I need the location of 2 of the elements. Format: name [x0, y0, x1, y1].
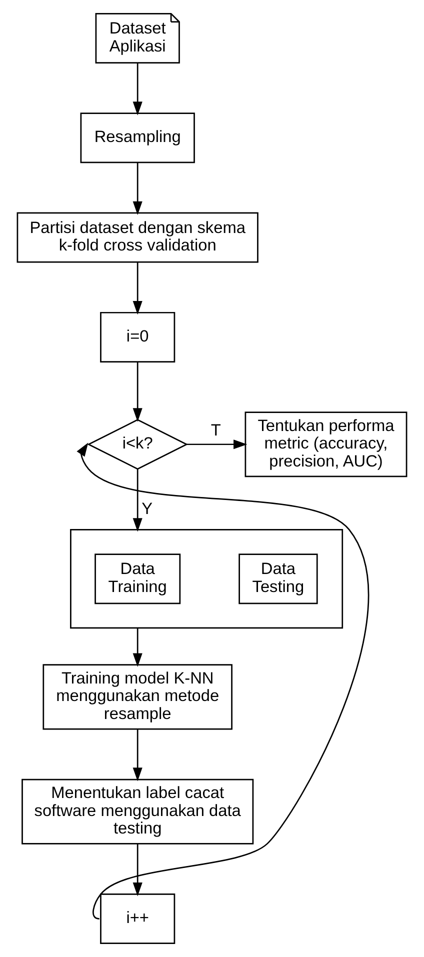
- edge-label: T: [210, 422, 221, 440]
- edge-label: Y: [142, 500, 153, 518]
